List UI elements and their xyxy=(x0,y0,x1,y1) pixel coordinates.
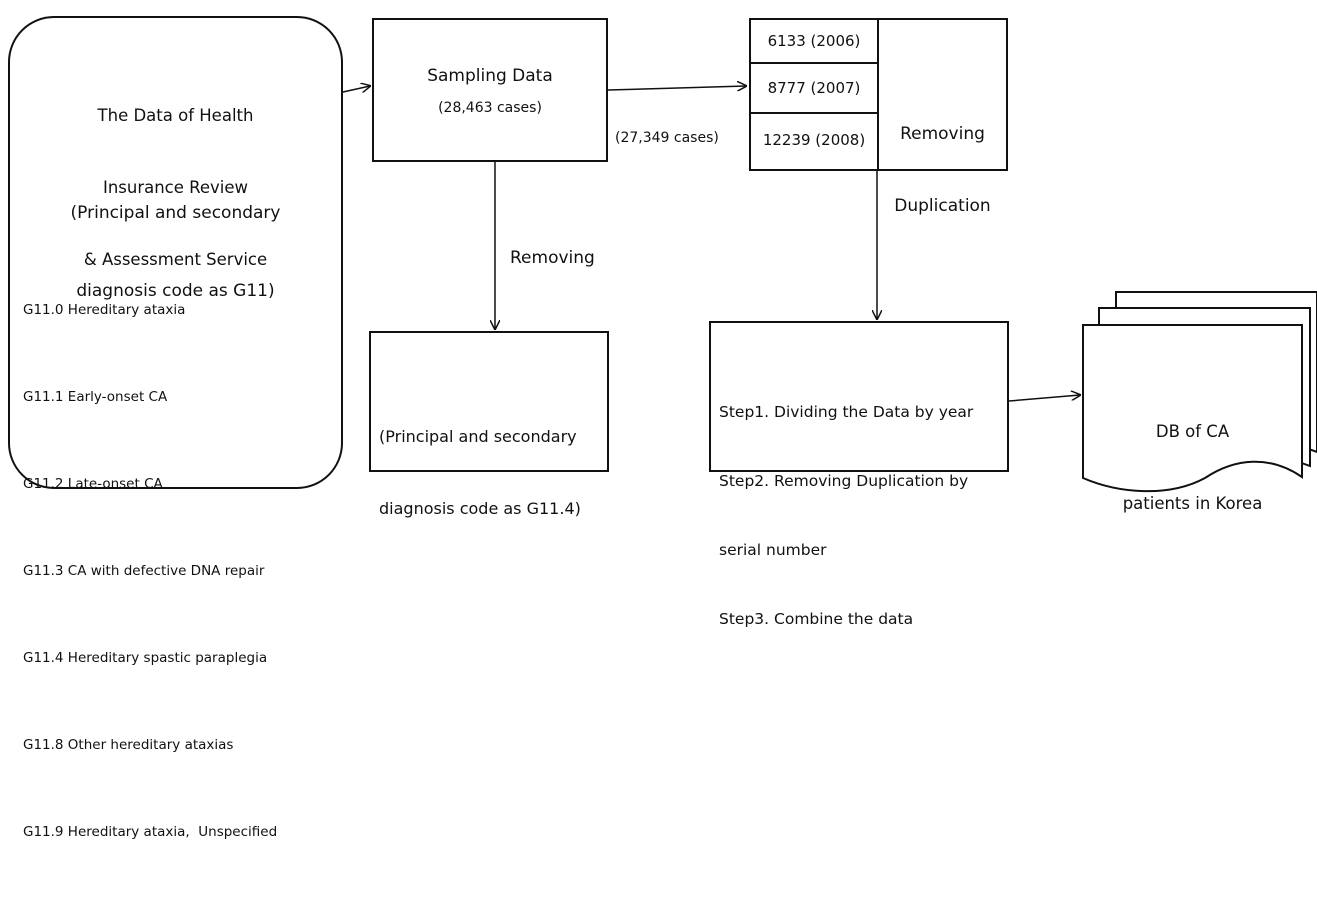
sampling-title: Sampling Data xyxy=(427,66,553,86)
dedup-label-line: Removing xyxy=(900,124,985,144)
removed-criteria-line: diagnosis code as G11.4) xyxy=(379,499,581,518)
document-shape-front xyxy=(1082,324,1303,493)
removed-criteria-line: (Principal and secondary xyxy=(379,427,577,446)
source-criteria-line: diagnosis code as G11) xyxy=(76,281,275,301)
arrow-steps-to-output xyxy=(1008,395,1080,402)
code-item: G11.2 Late-onset CA xyxy=(23,476,163,492)
arrow-sampling-to-years xyxy=(607,86,746,90)
arrow-source-to-sampling xyxy=(342,86,370,92)
step-line: Step1. Dividing the Data by year xyxy=(719,403,974,421)
step-line: serial number xyxy=(719,541,827,559)
code-item: G11.8 Other hereditary ataxias xyxy=(23,737,234,753)
code-item: G11.3 CA with defective DNA repair xyxy=(23,563,265,579)
year-count-2008: 12239 (2008) xyxy=(762,131,866,149)
dedup-label: Removing Duplication xyxy=(879,74,1006,266)
removing-duplication-box: Removing Duplication xyxy=(877,18,1008,216)
flow-count-label: (27,349 cases) xyxy=(615,130,719,146)
sampling-data-box: Sampling Data (28,463 cases) xyxy=(372,18,608,162)
dedup-label-line: Duplication xyxy=(894,196,991,216)
flow-connectors xyxy=(342,0,1317,493)
source-title-line: & Assessment Service xyxy=(83,250,268,269)
year-count-2007: 8777 (2007) xyxy=(751,64,877,114)
output-line: patients in Korea xyxy=(1122,494,1263,513)
code-item: G11.1 Early-onset CA xyxy=(23,389,168,405)
step-line: Step2. Removing Duplication by xyxy=(719,472,969,490)
output-line: DB of CA xyxy=(1155,422,1230,441)
code-item: G11.9 Hereditary ataxia, Unspecified xyxy=(23,824,278,840)
step-line: Step3. Combine the data xyxy=(719,610,914,628)
source-criteria: (Principal and secondary diagnosis code … xyxy=(10,148,341,356)
year-count-2006: 6133 (2006) xyxy=(751,20,877,64)
source-title-line: Insurance Review xyxy=(102,178,249,197)
source-title: The Data of Health Insurance Review & As… xyxy=(10,56,341,320)
source-criteria-line: (Principal and secondary xyxy=(70,203,281,223)
source-title-line: The Data of Health xyxy=(97,106,254,125)
code-item: G11.4 Hereditary spastic paraplegia xyxy=(23,650,268,666)
removing-label: Removing xyxy=(510,248,595,268)
output-db-label: DB of CA patients in Korea xyxy=(1085,372,1300,540)
year-counts-box: 6133 (2006) 8777 (2007) 12239 (2008) xyxy=(749,18,879,171)
sampling-count: (28,463 cases) xyxy=(438,100,542,116)
code-item: G11.0 Hereditary ataxia xyxy=(23,302,186,318)
